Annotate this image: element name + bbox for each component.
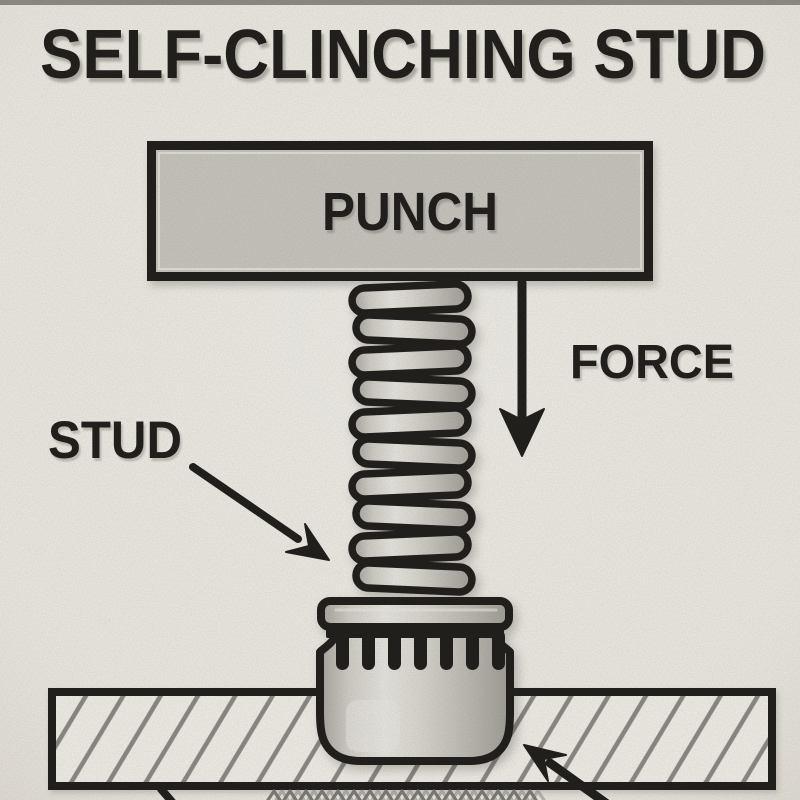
paper-grain [0,0,800,800]
self-clinching-stud-diagram: SELF-CLINCHING STUD PUNCH FORCE STUD [0,0,800,800]
